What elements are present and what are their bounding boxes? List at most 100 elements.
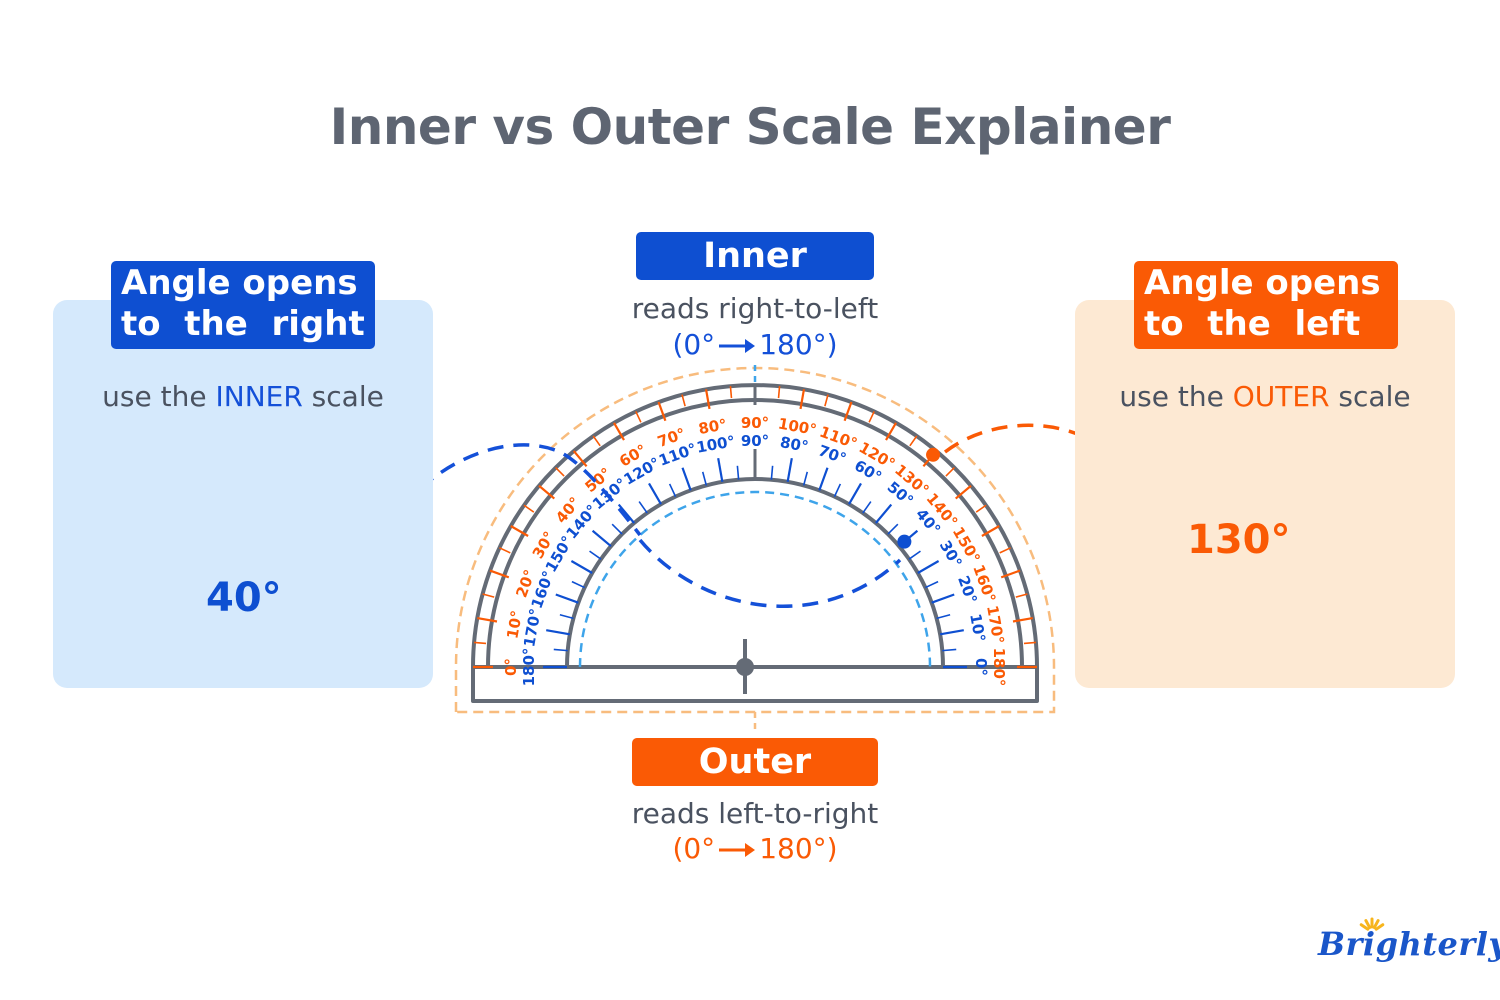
outer-scale-tick (613, 422, 625, 441)
right-arrow-icon (719, 339, 756, 353)
outer-scale-label: 0° (502, 658, 520, 676)
outer-scale-label: 80° (697, 415, 728, 438)
outer-dashed-boundary (454, 366, 1056, 714)
outer-scale-range: (0° 180°) (555, 832, 955, 865)
outer-scale-tick (824, 394, 829, 407)
inner-scale-direction: reads right-to-left (631, 292, 879, 325)
inner-scale-tick (591, 529, 612, 547)
inner-scale-label: 0° (972, 658, 990, 676)
inner-dashed-guide (578, 490, 932, 668)
outer-scale-tick (592, 435, 601, 447)
outer-scale-tick (981, 525, 1000, 537)
right-hint-keyword: OUTER (1232, 380, 1330, 413)
inner-scale-tick (648, 482, 662, 505)
left-panel-hint: use the INNER scale (53, 380, 433, 413)
outer-scale-tick (523, 504, 535, 513)
left-angle-value: 40° (206, 575, 282, 621)
inner-scale-tick (786, 458, 793, 483)
inner-scale-tick (770, 465, 774, 480)
inner-range-open: (0° (672, 328, 716, 361)
inner-scale-tick (681, 467, 692, 491)
inner-scale-tick (875, 503, 893, 524)
inner-scale-tick (818, 467, 829, 491)
inner-scale-tick (701, 471, 708, 486)
inner-scale-tick (939, 629, 964, 636)
left-hint-suffix: scale (302, 380, 384, 413)
outer-scale-tick (777, 386, 781, 399)
outer-range-close: 180°) (759, 832, 838, 865)
inner-scale-tick (736, 465, 740, 480)
inner-scale-tick (559, 613, 574, 620)
outer-scale-tick (1000, 569, 1021, 579)
inner-connector-bottom (638, 538, 902, 609)
outer-scale-tag: Outer Scale (632, 738, 878, 826)
outer-scale-tick (572, 450, 588, 468)
inner-scale-tick (717, 458, 724, 483)
right-panel (1075, 300, 1455, 688)
inner-scale-label: 90° (741, 432, 769, 450)
inner-range-close: 180°) (759, 328, 838, 361)
right-arrow-icon (719, 843, 756, 857)
outer-scale-tick (538, 484, 556, 500)
inner-scale-label: 80° (779, 433, 810, 456)
left-panel (53, 300, 433, 688)
inner-scale-tick (833, 483, 842, 497)
left-panel-tag: Angle opens to the right (111, 261, 375, 349)
outer-scale-tick (729, 386, 733, 399)
inner-scale-tick (638, 501, 648, 514)
left-tag-line-2: to the right (121, 304, 365, 344)
left-hint-prefix: use the (102, 380, 216, 413)
outer-scale-label: 10° (503, 609, 526, 640)
outer-scale-tick (1023, 641, 1036, 645)
inner-scale-tick (917, 560, 940, 574)
inner-scale-tick (862, 501, 872, 514)
outer-range-open: (0° (672, 832, 716, 865)
outer-scale-tick (999, 547, 1011, 554)
outer-scale-direction: reads left-to-right (631, 797, 879, 830)
outer-scale-tick (657, 401, 667, 422)
outer-scale-tick (681, 394, 686, 407)
brand-logo: Brighterly (1318, 925, 1500, 963)
right-tag-line-1: Angle opens (1144, 263, 1381, 303)
inner-scale-tag: Inner Scale (636, 232, 874, 320)
outer-scale-label: 180° (990, 648, 1008, 687)
outer-scale-tick (909, 435, 918, 447)
page-title: Inner vs Outer Scale Explainer (329, 98, 1171, 156)
sun-ray-icon (1372, 919, 1380, 930)
outer-scale-tick (704, 389, 711, 410)
outer-scale-tick (635, 411, 642, 423)
protractor-body (471, 383, 1039, 703)
inner-scale-tick (925, 580, 939, 589)
inner-scale-tick (555, 593, 579, 604)
sun-ray-icon (1374, 923, 1385, 931)
right-tag-line-2: to the left (1144, 304, 1361, 344)
inner-scale-range: (0° 180°) (555, 328, 955, 361)
inner-scale-tick (546, 629, 571, 636)
outer-scale-tick (868, 411, 875, 423)
outer-scale-tick (945, 467, 955, 477)
inner-scale-tick (848, 482, 862, 505)
right-hint-prefix: use the (1119, 380, 1233, 413)
outer-scale-tick (482, 593, 495, 598)
sun-ray-icon (1364, 919, 1372, 930)
inner-scale-tick (589, 550, 602, 560)
inner-reading-dot (897, 534, 912, 549)
inner-scale-label: 180° (520, 648, 538, 687)
outer-scale-tick (885, 422, 897, 441)
inner-scale-tick (936, 613, 951, 620)
outer-scale-tick (489, 569, 510, 579)
left-hint-keyword: INNER (215, 380, 303, 413)
sun-ray-icon (1359, 923, 1370, 931)
inner-scale-tick (887, 523, 899, 535)
right-angle-value: 130° (1187, 517, 1291, 563)
outer-scale-tick (1012, 616, 1033, 623)
outer-reading-dot (926, 447, 941, 462)
inner-scale-tick (571, 580, 585, 589)
outer-scale-tick (499, 547, 511, 554)
outer-scale-tick (477, 616, 498, 623)
inner-scale-tick (611, 523, 623, 535)
right-panel-hint: use the OUTER scale (1075, 380, 1455, 413)
left-tag-line-1: Angle opens (121, 263, 358, 303)
inner-scale-tick (570, 560, 593, 574)
inner-scale-tick (553, 648, 568, 652)
